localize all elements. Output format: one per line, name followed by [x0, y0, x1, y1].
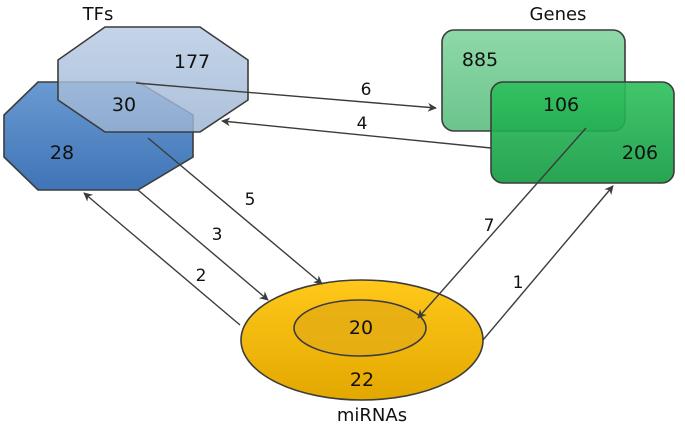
- mirnas-title: miRNAs: [337, 405, 407, 426]
- arrow-7: [417, 127, 587, 319]
- arrow-label-2: 2: [196, 266, 207, 286]
- arrow-1: [482, 185, 614, 341]
- arrow-label-6: 6: [361, 80, 372, 100]
- mirna-ellipse-inner: [293, 299, 427, 357]
- arrow-2: [83, 192, 241, 326]
- arrow-label-4: 4: [357, 114, 368, 134]
- mirnas-count-outer: 22: [350, 369, 374, 391]
- tfs-count-left: 28: [50, 142, 74, 164]
- genes-title: Genes: [530, 4, 587, 25]
- genes-count-right: 206: [622, 142, 658, 164]
- arrow-3: [137, 189, 269, 301]
- tf-octagon-light: [57, 26, 249, 133]
- arrow-label-7: 7: [484, 216, 495, 236]
- tfs-count-overlap: 30: [112, 94, 136, 116]
- arrow-label-3: 3: [212, 225, 223, 245]
- arrow-6: [135, 82, 437, 112]
- tfs-count-right: 177: [174, 51, 210, 73]
- genes-count-left: 885: [462, 49, 498, 71]
- genes-count-overlap: 106: [543, 94, 579, 116]
- arrow-4: [221, 117, 492, 149]
- tfs-title: TFs: [82, 4, 114, 25]
- arrow-label-5: 5: [245, 190, 256, 210]
- mirnas-count-inner: 20: [349, 317, 373, 339]
- arrow-5: [147, 137, 323, 285]
- arrow-label-1: 1: [513, 273, 524, 293]
